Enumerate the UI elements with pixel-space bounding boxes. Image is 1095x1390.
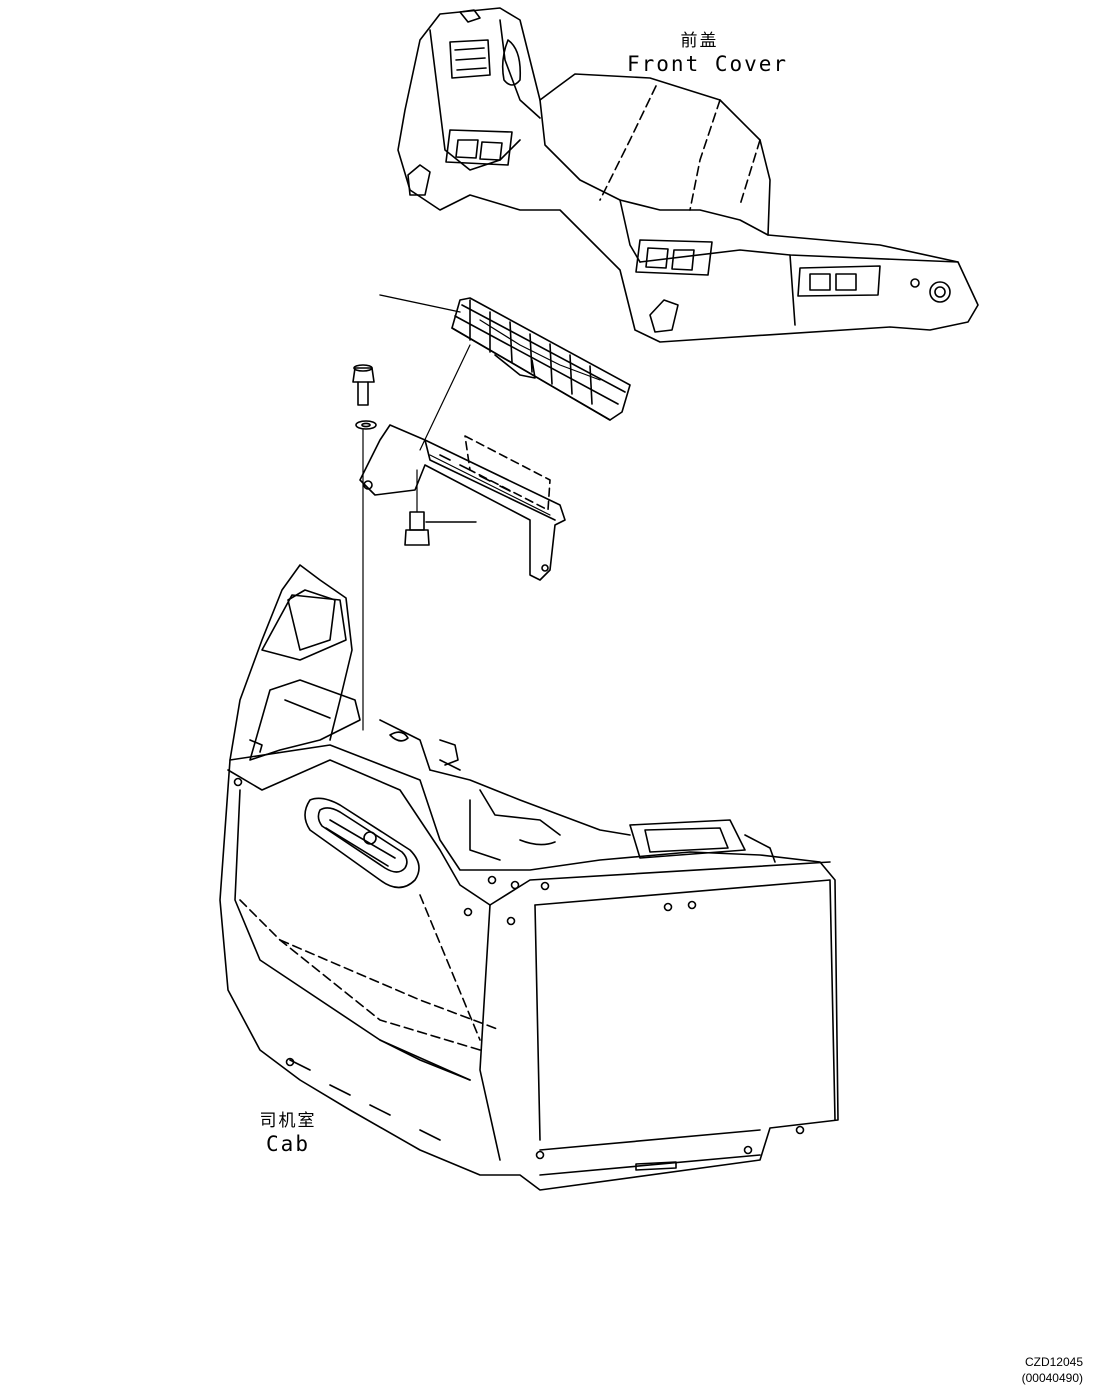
- monitor-unit: [379, 294, 631, 421]
- washer: [355, 420, 377, 430]
- mounting-bracket: [359, 344, 566, 581]
- front-cover-part: [397, 7, 979, 343]
- front-cover-label-en: Front Cover: [627, 51, 789, 76]
- cab-label-en: Cab: [266, 1131, 310, 1156]
- cab-part: [219, 564, 839, 1191]
- front-cover-label: 前盖 Front Cover: [627, 31, 789, 76]
- bolt-top: [352, 364, 375, 406]
- figure-number: CZD12045: [1024, 1355, 1083, 1369]
- front-cover-label-cn: 前盖: [680, 31, 719, 51]
- cab-label: 司机室 Cab: [248, 1111, 328, 1156]
- cab-label-cn: 司机室: [259, 1111, 317, 1131]
- reference-number: (00040490): [1021, 1370, 1083, 1385]
- bolt-bottom: [404, 469, 477, 546]
- drawing-code: CZD12045 (00040490): [1022, 1355, 1083, 1386]
